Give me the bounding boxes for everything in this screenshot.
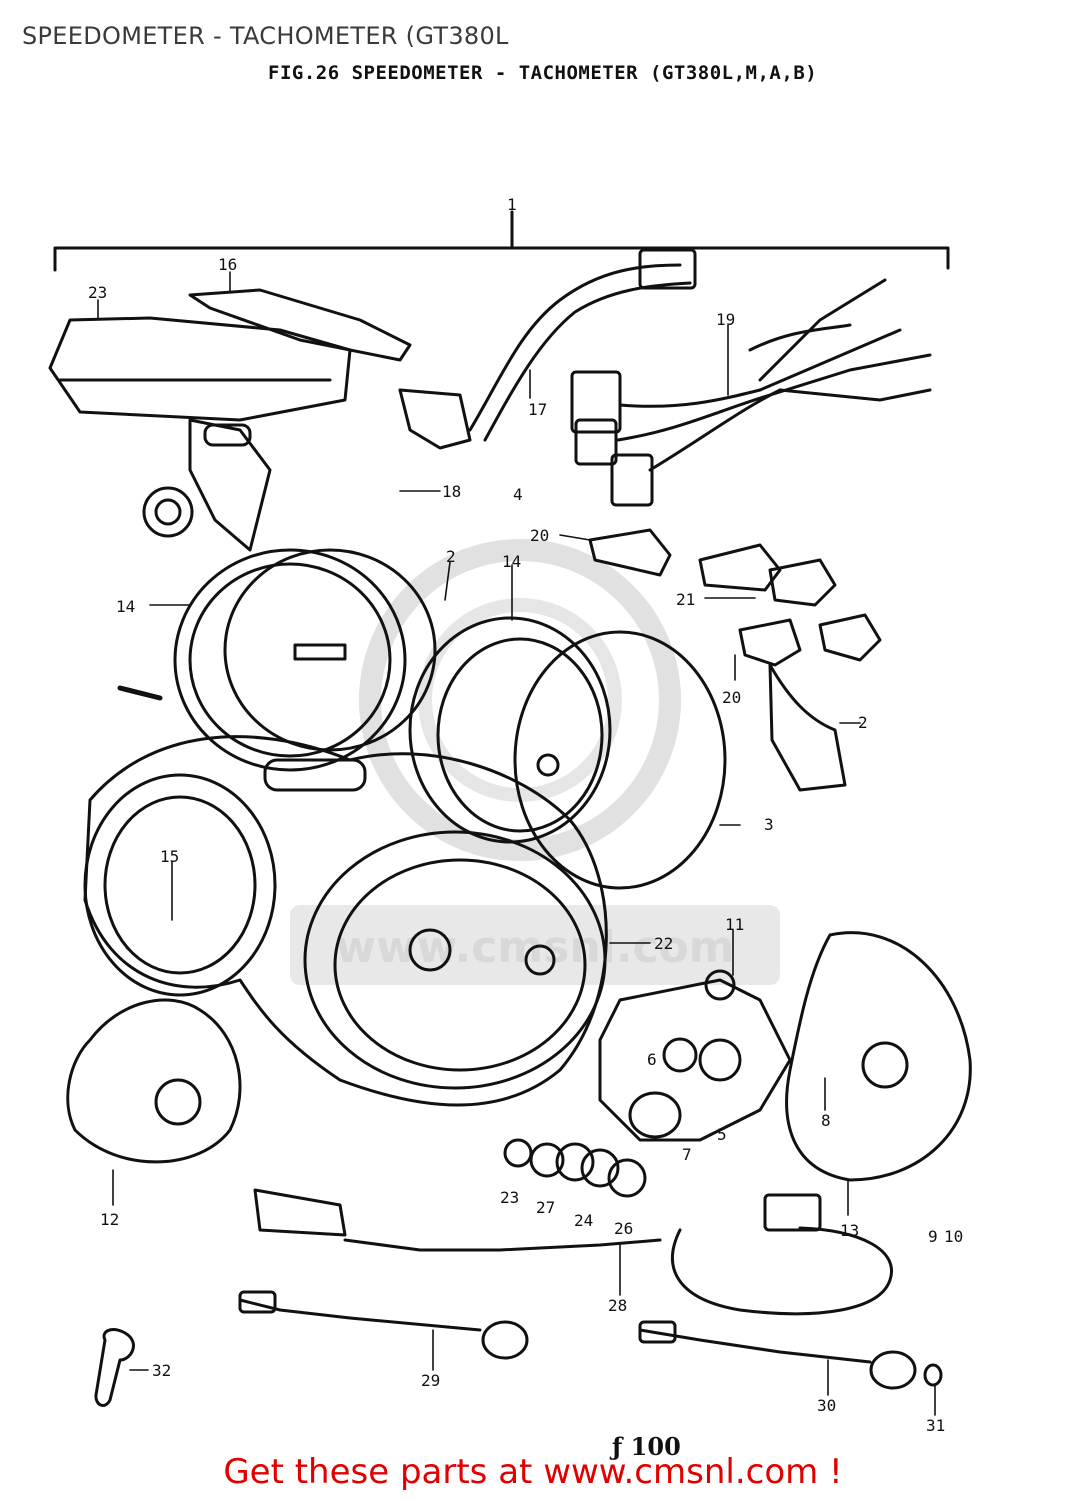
footer-suffix: !	[818, 1452, 843, 1492]
callout-23: 23	[88, 283, 107, 302]
plate-13	[785, 931, 972, 1182]
callout-31: 31	[926, 1416, 945, 1435]
tachometer-assembly	[408, 616, 727, 890]
tachometer-cable-30	[638, 1320, 943, 1390]
bracket-11	[598, 978, 792, 1142]
harness-28	[253, 1188, 893, 1316]
clip-32	[94, 1328, 135, 1407]
indicator-housing	[48, 288, 412, 552]
callout-2b: 2	[858, 713, 868, 732]
callout-labels: 1 2 2 3 4 5 6 7 8 9 10 11 12 13 14 14 15…	[88, 195, 963, 1435]
callout-7: 7	[682, 1145, 692, 1164]
callout-15: 15	[160, 847, 179, 866]
page-number: ƒ 100	[612, 1432, 681, 1461]
callout-22: 22	[654, 934, 673, 953]
callout-14b: 14	[502, 552, 521, 571]
plate-12	[66, 998, 242, 1164]
leader-lines	[97, 271, 936, 1416]
callout-20b: 20	[722, 688, 741, 707]
cable-17	[398, 248, 697, 450]
callout-29: 29	[421, 1371, 440, 1390]
callout-5: 5	[717, 1125, 727, 1144]
figure-title: FIG.26 SPEEDOMETER - TACHOMETER (GT380L,…	[268, 62, 818, 84]
callout-32: 32	[152, 1361, 171, 1380]
speedometer-assembly	[117, 548, 437, 772]
callout-3: 3	[764, 815, 774, 834]
callout-9: 9	[928, 1227, 938, 1246]
callout-11: 11	[725, 915, 744, 934]
speedometer-cable-29	[238, 1290, 529, 1360]
footer-banner: Get these parts at www.cmsnl.com !	[0, 1452, 1066, 1492]
assembly-bracket	[53, 246, 950, 272]
callout-16: 16	[218, 255, 237, 274]
callout-26: 26	[614, 1219, 633, 1238]
footer-prefix: Get these parts at	[223, 1452, 544, 1492]
callout-20: 20	[530, 526, 549, 545]
footer-link[interactable]: www.cmsnl.com	[543, 1452, 819, 1492]
callout-4: 4	[513, 485, 523, 504]
wiring-harness-19	[570, 278, 932, 507]
callout-6: 6	[647, 1050, 657, 1069]
callout-19: 19	[716, 310, 735, 329]
callout-28: 28	[608, 1296, 627, 1315]
callout-1: 1	[507, 195, 517, 214]
callout-13: 13	[840, 1221, 859, 1240]
callout-21: 21	[676, 590, 695, 609]
page-title: SPEEDOMETER - TACHOMETER (GT380L	[22, 22, 509, 50]
callout-8: 8	[821, 1111, 831, 1130]
callout-18: 18	[442, 482, 461, 501]
callout-12: 12	[100, 1210, 119, 1229]
callout-24: 24	[574, 1211, 593, 1230]
callout-10: 10	[944, 1227, 963, 1246]
bulb-sockets	[588, 528, 882, 792]
meter-case-22	[83, 735, 608, 1107]
callout-2: 2	[446, 547, 456, 566]
watermark-logo: www.cmsnl.com	[290, 539, 780, 985]
callout-23b: 23	[500, 1188, 519, 1207]
callout-17: 17	[528, 400, 547, 419]
callout-14: 14	[116, 597, 135, 616]
callout-30: 30	[817, 1396, 836, 1415]
callout-27: 27	[536, 1198, 555, 1217]
